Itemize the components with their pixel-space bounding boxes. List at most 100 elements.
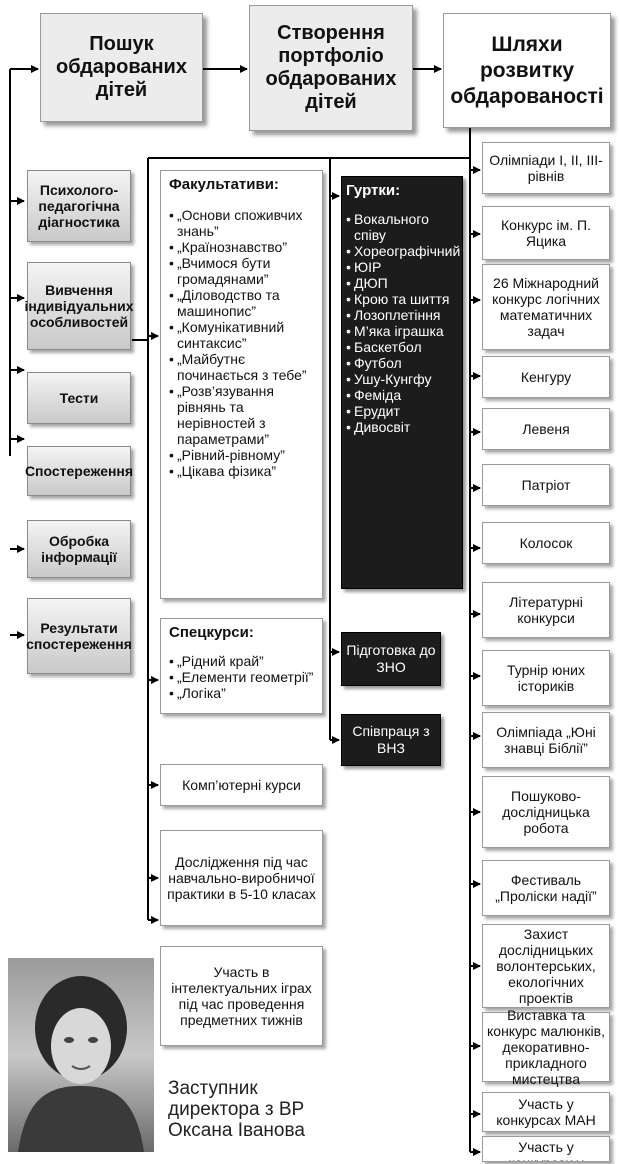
node-zno-prep-label: Підготовка до ЗНО — [346, 642, 436, 675]
club-item: ЮІР — [346, 259, 458, 275]
club-item: Ерудит — [346, 403, 458, 419]
node-levenya: Левеня — [482, 408, 610, 450]
clubs-list: Вокального співу Хореографічний ЮІР ДЮП … — [346, 211, 460, 435]
node-search-gifted: Пошук обдарованих дітей — [40, 13, 203, 122]
elective-item: „Діловодство та машинопис” — [169, 287, 314, 319]
node-patriot: Патріот — [482, 464, 610, 506]
elective-item: „Рівний-рівному” — [169, 447, 314, 463]
club-item: Баскетбол — [346, 339, 458, 355]
electives-title: Факультативи: — [169, 176, 279, 193]
clubs-title: Гуртки: — [346, 182, 401, 199]
special-course-item: „Рідний край” — [169, 653, 314, 669]
node-kangaroo: Кенгуру — [482, 356, 610, 398]
caption-line-1: Заступник — [168, 1078, 258, 1099]
club-item: Вокального співу — [346, 211, 458, 243]
path-label: Патріот — [521, 477, 571, 493]
node-observation-results: Результати спостереження — [26, 598, 132, 674]
author-caption: Заступник директора з ВР Оксана Іванова — [168, 1078, 305, 1141]
club-item: Крою та шиття — [346, 291, 458, 307]
path-label: Кенгуру — [520, 369, 572, 385]
node-info-processing-label: Обробка інформації — [41, 533, 117, 565]
special-courses-list: „Рідний край” „Елементи геометрії” „Логі… — [169, 653, 314, 701]
path-label: Участь у конкурсах МАН — [496, 1096, 596, 1128]
node-bible-olympiad: Олімпіада „Юні знавці Біблії” — [482, 712, 610, 768]
club-item: Ушу-Кунгфу — [346, 371, 458, 387]
path-label: Участь у конкурсах у пришкільному оздоро… — [508, 1139, 583, 1161]
club-item: М’яка іграшка — [346, 323, 458, 339]
special-courses-title: Спецкурси: — [169, 624, 254, 641]
node-logic-math-contest: 26 Міжнародний конкурс логічних математи… — [482, 264, 610, 350]
path-label: Колосок — [519, 535, 573, 551]
node-individual-features: Вивчення індивідуальних особливостей — [24, 262, 134, 350]
node-create-portfolio-label: Створення портфоліо обдарованих дітей — [265, 22, 397, 113]
node-university-cooperation: Співпраця з ВНЗ — [341, 714, 441, 766]
node-search-gifted-label: Пошук обдарованих дітей — [56, 33, 187, 101]
node-olympiads: Олімпіади І, ІІ, ІІІ-рівнів — [482, 142, 610, 194]
node-development-paths-label: Шляхи розвитку обдарованості — [450, 32, 604, 108]
node-observation-results-label: Результати спостереження — [26, 620, 132, 652]
node-info-processing: Обробка інформації — [27, 520, 131, 578]
caption-line-2: директора з ВР — [168, 1099, 305, 1120]
node-man-contests: Участь у конкурсах МАН — [482, 1092, 610, 1132]
node-individual-features-label: Вивчення індивідуальних особливостей — [24, 282, 134, 330]
node-computer-courses-label: Комп’ютерні курси — [182, 777, 301, 793]
node-tests: Тести — [27, 372, 131, 424]
node-psych-diagnostics-label: Психолого-педагогічна діагностика — [38, 182, 120, 230]
caption-line-3: Оксана Іванова — [168, 1120, 305, 1141]
node-projects-defense: Захист дослідницьких волонтерських, екол… — [482, 924, 610, 1008]
club-item: Дивосвіт — [346, 419, 458, 435]
path-label: 26 Міжнародний конкурс логічних математи… — [492, 275, 600, 339]
club-item: Хореографічний — [346, 243, 460, 259]
node-development-paths: Шляхи розвитку обдарованості — [443, 13, 611, 128]
path-label: Літературні конкурси — [509, 594, 583, 626]
path-label: Захист дослідницьких волонтерських, екол… — [496, 926, 596, 1006]
elective-item: „Країнознавство” — [169, 239, 314, 255]
node-festival: Фестиваль „Проліски надії” — [482, 860, 610, 916]
elective-item: „Розв’язування рівнянь та нерівностей з … — [169, 383, 314, 447]
special-course-item: „Елементи геометрії” — [169, 669, 314, 685]
node-literary-contests: Літературні конкурси — [482, 582, 610, 638]
node-university-cooperation-label: Співпраця з ВНЗ — [352, 723, 430, 756]
node-intellectual-games: Участь в інтелектуальних іграх під час п… — [160, 946, 323, 1046]
path-label: Олімпіади І, ІІ, ІІІ-рівнів — [489, 152, 603, 184]
node-practice-research-label: Дослідження під час навчально-виробничої… — [167, 854, 316, 902]
node-create-portfolio: Створення портфоліо обдарованих дітей — [249, 5, 413, 131]
electives-list: „Основи споживчих знань” „Країнознавство… — [169, 207, 314, 479]
elective-item: „Цікава фізика” — [169, 463, 314, 479]
node-practice-research: Дослідження під час навчально-виробничої… — [160, 830, 323, 926]
path-label: Левеня — [522, 421, 570, 437]
path-label: Пошуково-дослідницька робота — [502, 788, 590, 836]
node-observation-label: Спостереження — [24, 463, 134, 479]
node-special-courses: Спецкурси: „Рідний край” „Елементи геоме… — [160, 618, 323, 714]
elective-item: „Основи споживчих знань” — [169, 207, 314, 239]
path-label: Олімпіада „Юні знавці Біблії” — [496, 724, 596, 756]
path-label: Турнір юних істориків — [507, 662, 585, 694]
node-psych-diagnostics: Психолого-педагогічна діагностика — [27, 170, 131, 242]
node-tests-label: Тести — [59, 390, 99, 406]
node-kolosok: Колосок — [482, 522, 610, 564]
node-search-research: Пошуково-дослідницька робота — [482, 776, 610, 848]
elective-item: „Майбутнє починається з тебе” — [169, 351, 314, 383]
club-item: Феміда — [346, 387, 458, 403]
club-item: ДЮП — [346, 275, 458, 291]
author-photo — [8, 958, 154, 1152]
club-item: Лозоплетіння — [346, 307, 458, 323]
node-intellectual-games-label: Участь в інтелектуальних іграх під час п… — [171, 964, 312, 1028]
node-art-exhibition: Виставка та конкурс малюнків, декоративн… — [482, 1007, 610, 1087]
node-young-historians: Турнір юних істориків — [482, 650, 610, 706]
node-clubs: Гуртки: Вокального співу Хореографічний … — [341, 176, 463, 589]
elective-item: „Вчимося бути громадянами” — [169, 255, 314, 287]
path-label: Виставка та конкурс малюнків, декоративн… — [487, 1007, 605, 1087]
special-course-item: „Логіка” — [169, 685, 314, 701]
path-label: Конкурс ім. П. Яцика — [501, 217, 591, 249]
node-camp-contests: Участь у конкурсах у пришкільному оздоро… — [482, 1136, 610, 1162]
node-yatsyk-contest: Конкурс ім. П. Яцика — [482, 206, 610, 260]
club-item: Футбол — [346, 355, 458, 371]
node-computer-courses: Комп’ютерні курси — [160, 764, 323, 806]
node-electives: Факультативи: „Основи споживчих знань” „… — [160, 170, 323, 599]
node-observation: Спостереження — [24, 446, 134, 496]
node-zno-prep: Підготовка до ЗНО — [341, 632, 441, 686]
elective-item: „Комунікативний синтаксис” — [169, 319, 314, 351]
path-label: Фестиваль „Проліски надії” — [495, 872, 597, 904]
